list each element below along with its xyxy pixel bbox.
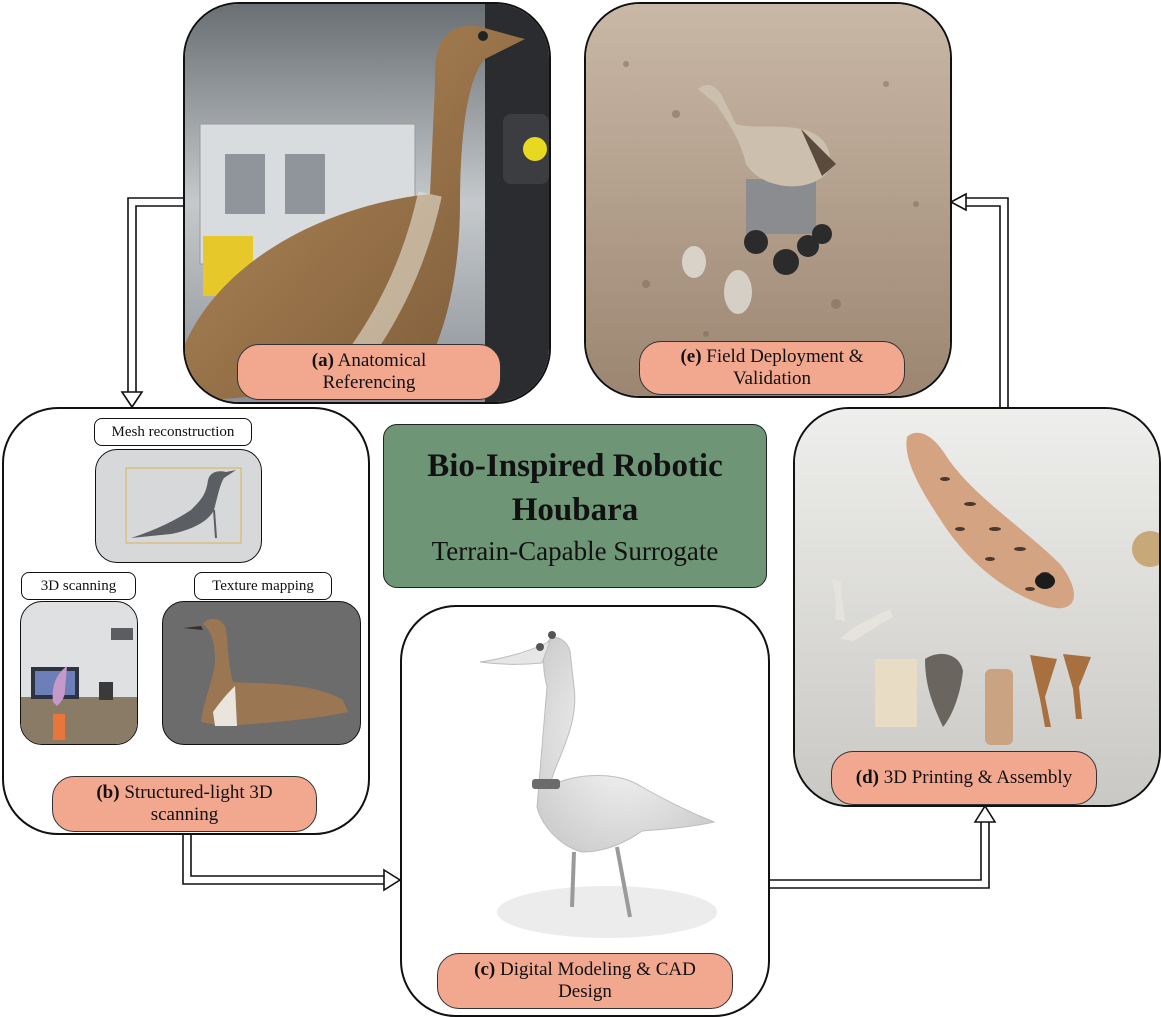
subtitle: Terrain-Capable Surrogate	[431, 536, 719, 566]
label-a-text1: Anatomical	[333, 350, 427, 371]
label-c-text2: Design	[558, 981, 612, 1002]
label-e-text2: Validation	[732, 368, 812, 389]
label-d-text1: 3D Printing & Assembly	[879, 767, 1073, 788]
label-e-tag: (e)	[680, 346, 702, 367]
3d-scanning-label: 3D scanning	[21, 572, 136, 600]
panel-anatomical-referencing: (a) Anatomical Referencing	[183, 2, 551, 404]
title-box: Bio-Inspired Robotic Houbara Terrain-Cap…	[383, 424, 767, 588]
panel-field-deployment: (e) Field Deployment & Validation	[584, 2, 952, 398]
label-b: (b) Structured-light 3D scanning	[52, 776, 317, 832]
label-c: (c) Digital Modeling & CAD Design	[437, 953, 733, 1009]
label-d: (d) 3D Printing & Assembly	[831, 751, 1097, 805]
arrow-b-to-c	[182, 830, 402, 892]
mesh-reconstruction-image	[95, 449, 262, 563]
label-b-tag: (b)	[96, 782, 120, 803]
panel-digital-modeling: (c) Digital Modeling & CAD Design	[400, 605, 770, 1017]
texture-mapping-image	[162, 601, 361, 745]
label-a: (a) Anatomical Referencing	[237, 344, 501, 400]
printed-parts-photo	[795, 409, 1159, 805]
label-d-tag: (d)	[855, 767, 880, 788]
label-c-text1: Digital Modeling & CAD	[495, 959, 696, 980]
cad-bird-model	[479, 631, 717, 938]
label-c-tag: (c)	[474, 959, 496, 980]
arrow-d-to-e	[949, 192, 1009, 407]
arrow-c-to-d	[767, 804, 997, 889]
label-a-tag: (a)	[311, 350, 334, 371]
label-a-text2: Referencing	[322, 372, 416, 393]
panel-3d-printing-assembly: (d) 3D Printing & Assembly	[793, 407, 1161, 807]
label-e: (e) Field Deployment & Validation	[639, 341, 905, 395]
houbara-specimen-photo	[185, 4, 549, 402]
mesh-reconstruction-label: Mesh reconstruction	[94, 418, 252, 446]
label-b-text2: scanning	[150, 804, 219, 825]
arrow-a-to-b	[120, 197, 184, 409]
3d-scanning-image	[20, 601, 138, 745]
title-line1: Bio-Inspired Robotic	[427, 448, 723, 484]
label-b-text1: Structured-light 3D	[119, 782, 273, 803]
title-line2: Houbara	[511, 492, 639, 528]
label-e-text1: Field Deployment &	[701, 346, 864, 367]
panel-structured-light-scanning: Mesh reconstruction 3D scanning Texture …	[2, 407, 370, 835]
texture-mapping-label: Texture mapping	[194, 572, 332, 600]
robot-in-desert-photo	[586, 4, 950, 396]
